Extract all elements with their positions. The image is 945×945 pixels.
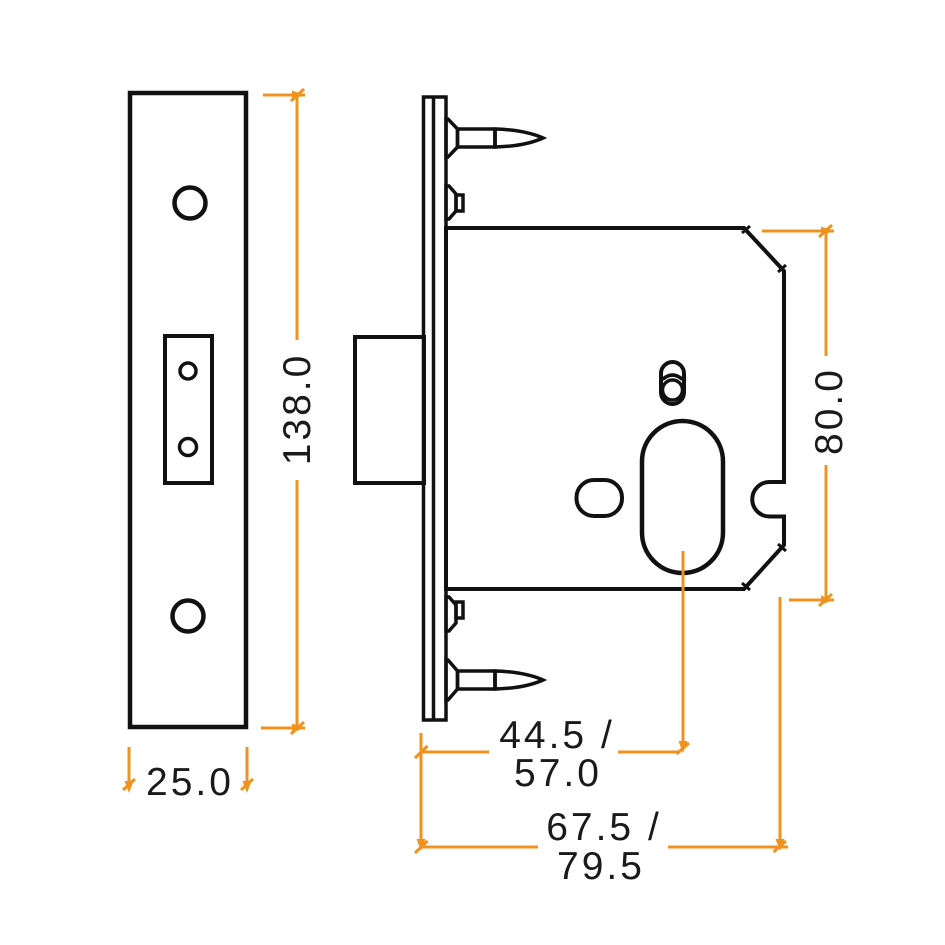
fixing-lug-top: [444, 184, 465, 221]
fixing-lug-bottom: [444, 595, 465, 633]
arrow-depth-end: [775, 839, 785, 851]
lug-body-bottom: [444, 595, 458, 633]
screw-shaft-bottom: [455, 669, 497, 691]
screw-tip-top: [493, 127, 548, 149]
latch-cutout: [163, 334, 214, 485]
lug-tip-top: [454, 193, 465, 213]
arrow-25-right: [242, 781, 252, 793]
dimension-arrowheads: [124, 90, 834, 851]
outline-layer: [127, 90, 787, 730]
dim-faceplate-width-label: 25.0: [146, 761, 234, 804]
lug-tip-bottom: [454, 600, 465, 620]
arrow-backset-end: [678, 741, 688, 753]
chamfer-tick-bottom-a: [777, 542, 787, 553]
latch-bolt: [353, 335, 426, 485]
faceplate-front-view: [127, 90, 249, 730]
fixing-screw-top: [444, 117, 548, 159]
faceplate-screw-hole-bottom: [170, 598, 206, 634]
arrow-25-left: [124, 781, 134, 793]
arrow-80-top: [821, 226, 834, 236]
arrow-depth-start: [416, 839, 426, 851]
follower-slot: [659, 360, 686, 406]
dimension-layer: [121, 87, 834, 855]
chamfer-tick-top-b: [777, 263, 787, 274]
cylinder-oval-hole: [639, 418, 726, 576]
spindle-follower-hole: [659, 360, 686, 406]
dim-case-depth-label-a: 67.5 /: [546, 806, 662, 849]
bolt-through-hole: [574, 478, 624, 518]
follower-circle: [660, 378, 685, 402]
chamfer-tick-bottom-b: [741, 581, 751, 592]
fixing-screw-bottom: [444, 658, 548, 702]
arrow-138-bottom: [292, 723, 305, 733]
latch-cutout-hole-bottom: [177, 436, 199, 458]
chamfer-tick-top-a: [741, 224, 751, 235]
dim-backset-label-b: 57.0: [514, 752, 602, 795]
faceplate-screw-hole-top: [172, 185, 208, 221]
arrow-138-top: [292, 90, 305, 100]
dim-backset-left-slash: [413, 744, 429, 760]
dimension-text-layer: 138.0 25.0 80.0 44.5 / 57.0 67.5 / 79.5: [146, 353, 851, 888]
dim-case-height-label: 80.0: [808, 367, 851, 455]
lock-case-outline: [444, 226, 786, 591]
dim-case-depth-label-b: 79.5: [557, 845, 645, 888]
screw-shaft-top: [455, 127, 497, 149]
lock-case-side-view: [353, 95, 787, 722]
dim-faceplate-height-label: 138.0: [276, 353, 319, 466]
dim-backset-lines: [413, 744, 680, 760]
dim-backset-label-a: 44.5 /: [499, 714, 615, 757]
arrow-80-bottom: [821, 595, 834, 605]
latch-cutout-hole-top: [178, 361, 198, 381]
faceplate-outline: [127, 90, 249, 730]
screw-tip-bottom: [493, 669, 548, 691]
follower-arc: [661, 373, 684, 381]
